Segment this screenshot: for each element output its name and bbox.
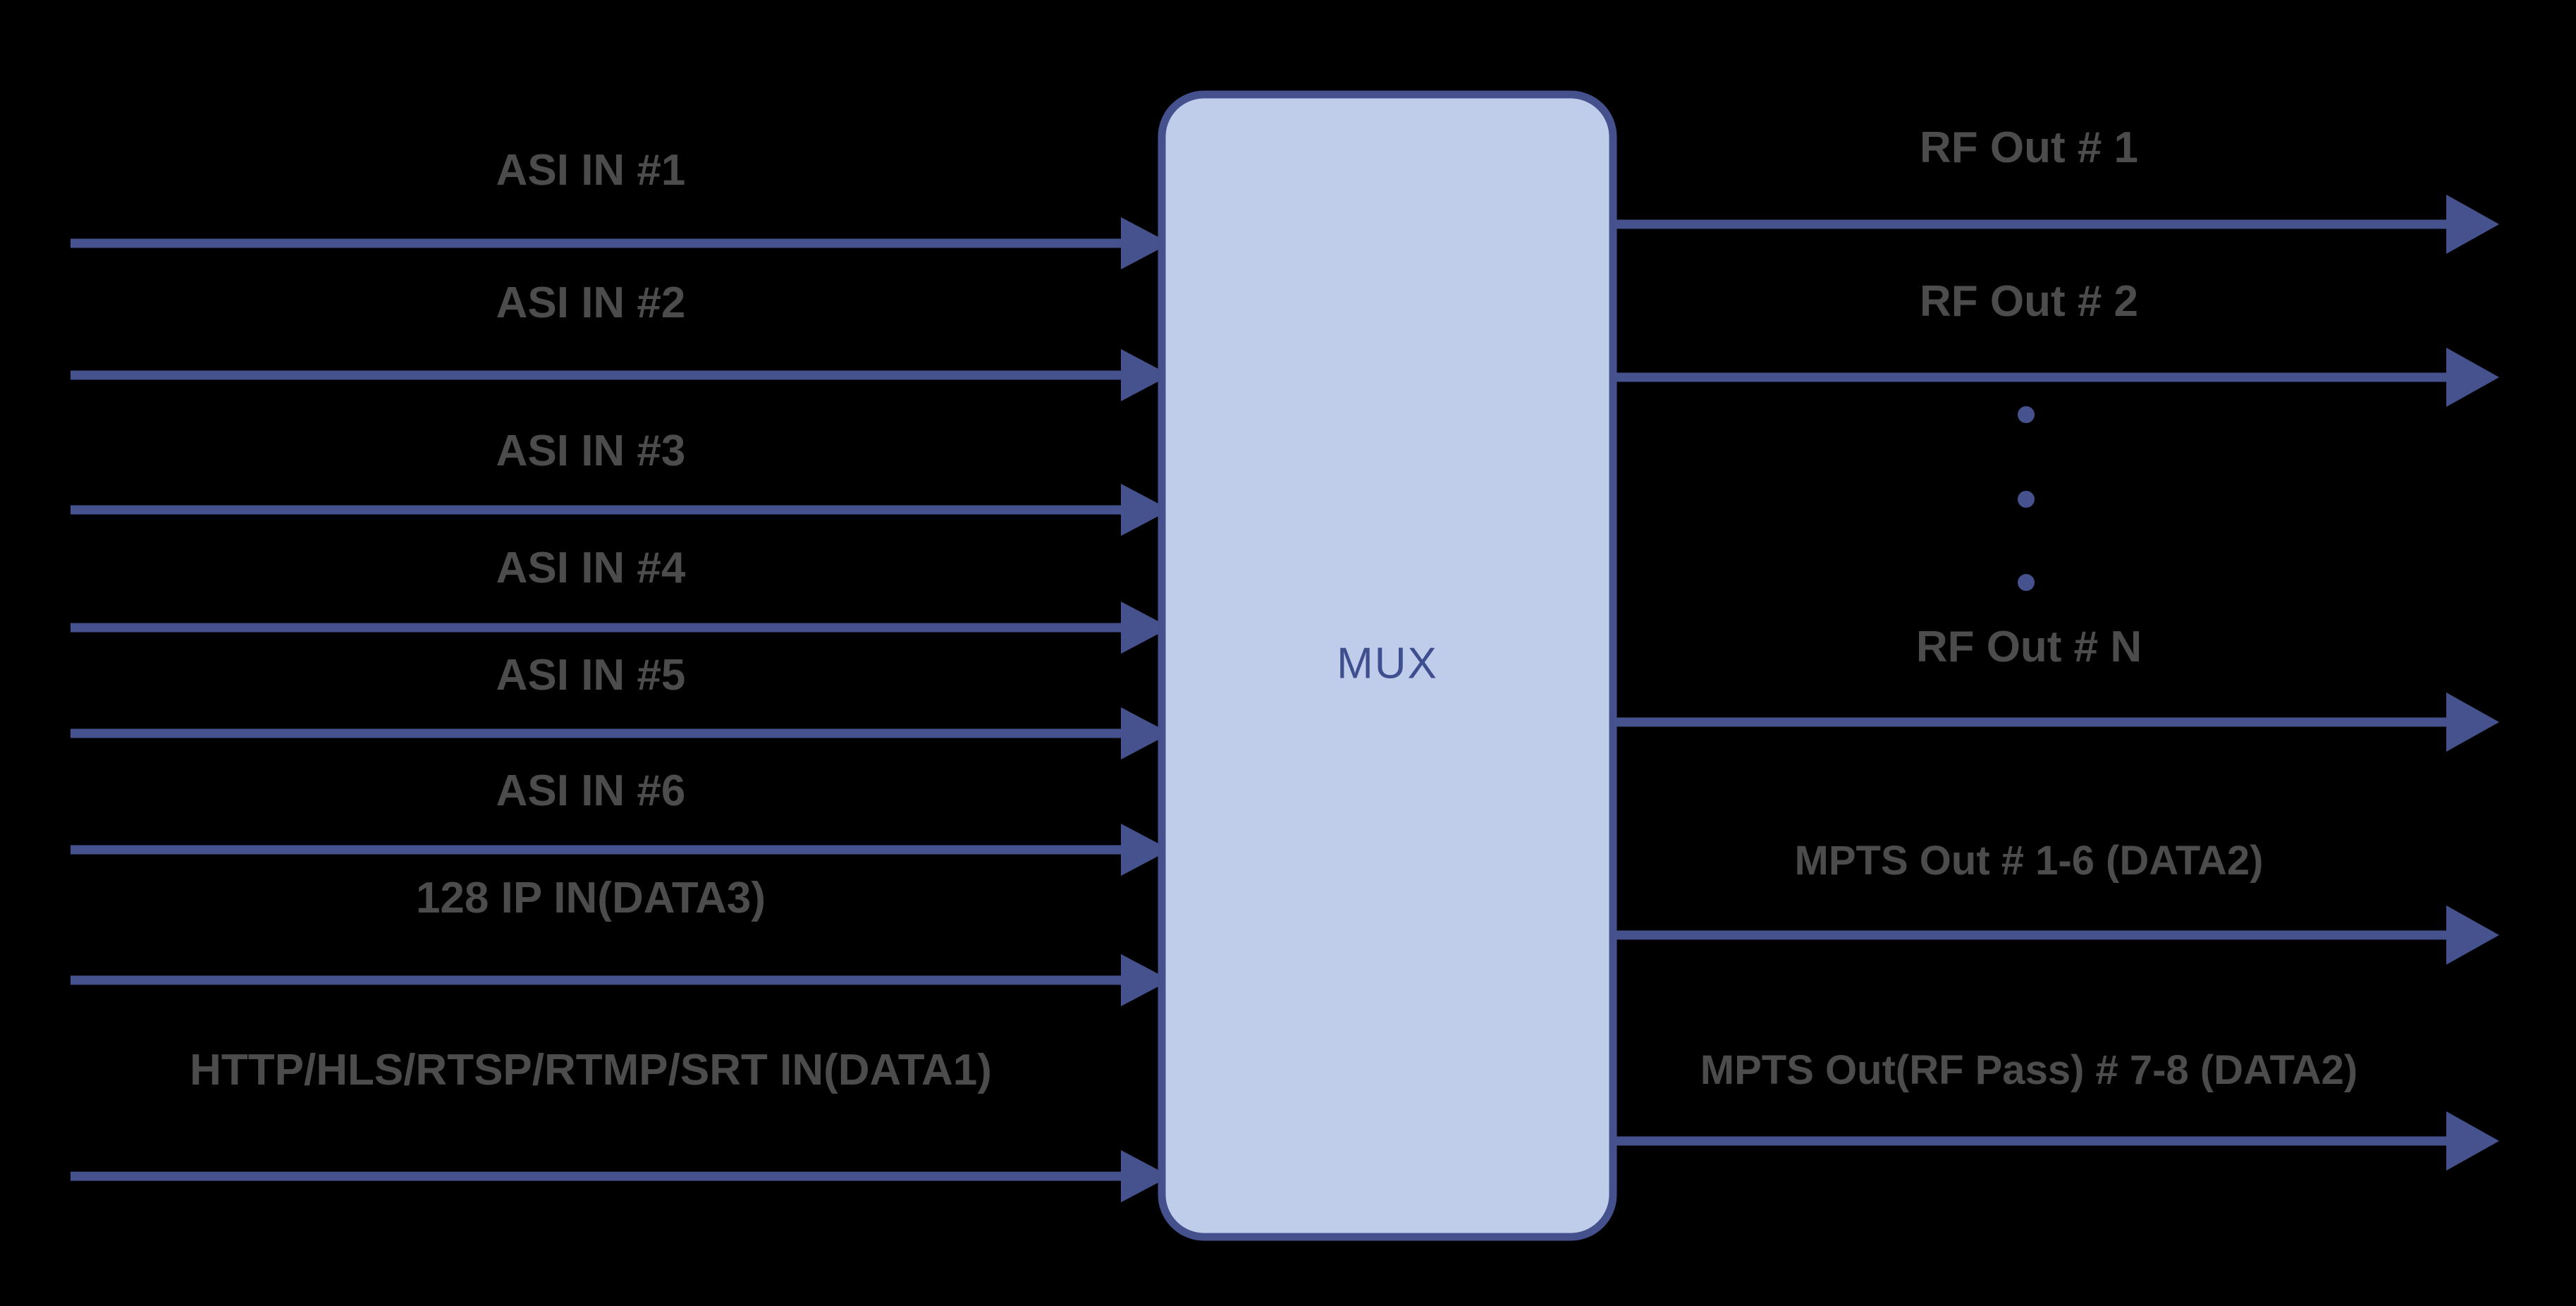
input-label-asi-in-2: ASI IN #2 [496,279,686,327]
output-arrow-rf-out-1 [1613,195,2499,254]
output-arrow-mpts-out-rf-pass-7-8 [1613,1111,2499,1171]
input-arrow-asi-in-6 [70,824,1170,876]
input-arrow-asi-in-4 [70,602,1170,654]
input-label-asi-in-6: ASI IN #6 [496,767,686,815]
output-label-rf-out-2: RF Out # 2 [1920,277,2138,326]
vertical-ellipsis-icon [2018,406,2035,591]
output-arrow-rf-out-2 [1613,348,2499,407]
ellipsis-dot [2018,574,2035,591]
input-label-asi-in-5: ASI IN #5 [496,651,686,700]
output-label-mpts-out-rf-pass-7-8: MPTS Out(RF Pass) # 7-8 (DATA2) [1700,1047,2357,1093]
output-arrow-rf-out-n [1613,692,2499,752]
input-label-asi-in-3: ASI IN #3 [496,427,686,475]
input-label-asi-in-1: ASI IN #1 [496,146,686,195]
input-arrow-ip-in-data3 [70,954,1170,1006]
input-label-ip-in-data3: 128 IP IN(DATA3) [416,874,766,922]
input-arrow-asi-in-5 [70,707,1170,759]
input-arrow-http-in-data1 [70,1150,1170,1202]
mux-block [1158,90,1617,1241]
output-arrow-mpts-out-1-6 [1613,905,2499,965]
input-arrow-asi-in-3 [70,484,1170,536]
output-label-rf-out-n: RF Out # N [1916,623,2142,671]
output-label-mpts-out-1-6: MPTS Out # 1-6 (DATA2) [1795,838,2264,884]
input-label-http-in-data1: HTTP/HLS/RTSP/RTMP/SRT IN(DATA1) [190,1046,992,1094]
mux-block-label: MUX [1337,639,1438,688]
input-arrow-asi-in-2 [70,349,1170,401]
input-arrow-asi-in-1 [70,217,1170,269]
input-label-asi-in-4: ASI IN #4 [496,544,686,592]
ellipsis-dot [2018,406,2035,423]
output-label-rf-out-1: RF Out # 1 [1920,123,2138,172]
ellipsis-dot [2018,491,2035,508]
